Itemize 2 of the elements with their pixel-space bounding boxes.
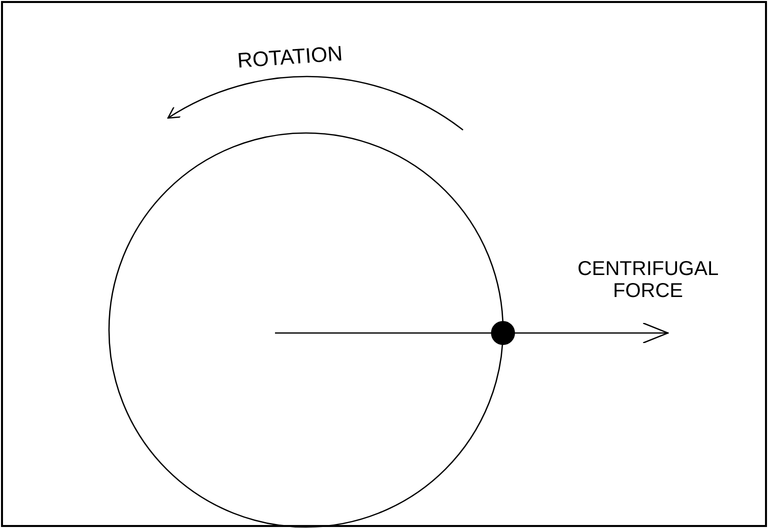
label-text: CENTRIFUGAL FORCE (576, 258, 720, 302)
label-text: ROTATION (236, 41, 344, 75)
